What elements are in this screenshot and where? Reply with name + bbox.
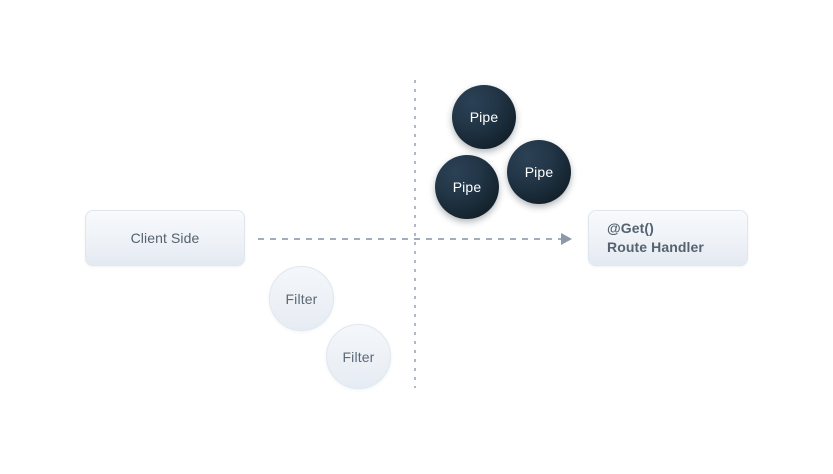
filter-label-1: Filter	[285, 290, 318, 307]
pipe-node-3[interactable]: Pipe	[507, 140, 571, 204]
client-side-label: Client Side	[130, 229, 200, 246]
filter-node-2[interactable]: Filter	[326, 324, 391, 389]
filter-label-2: Filter	[342, 348, 375, 365]
route-handler-node[interactable]: @Get() Route Handler	[588, 210, 748, 266]
route-handler-label: @Get() Route Handler	[607, 219, 704, 257]
pipe-label-3: Pipe	[524, 164, 554, 180]
pipe-label-2: Pipe	[452, 179, 482, 195]
route-handler-decorator: @Get()	[607, 220, 654, 236]
filter-node-1[interactable]: Filter	[269, 266, 334, 331]
client-side-node[interactable]: Client Side	[85, 210, 245, 266]
pipe-node-2[interactable]: Pipe	[435, 155, 499, 219]
route-handler-title: Route Handler	[607, 239, 704, 255]
vertical-divider-line	[414, 80, 416, 388]
request-flow-arrow	[258, 233, 572, 245]
pipe-label-1: Pipe	[469, 109, 499, 125]
pipe-node-1[interactable]: Pipe	[452, 85, 516, 149]
